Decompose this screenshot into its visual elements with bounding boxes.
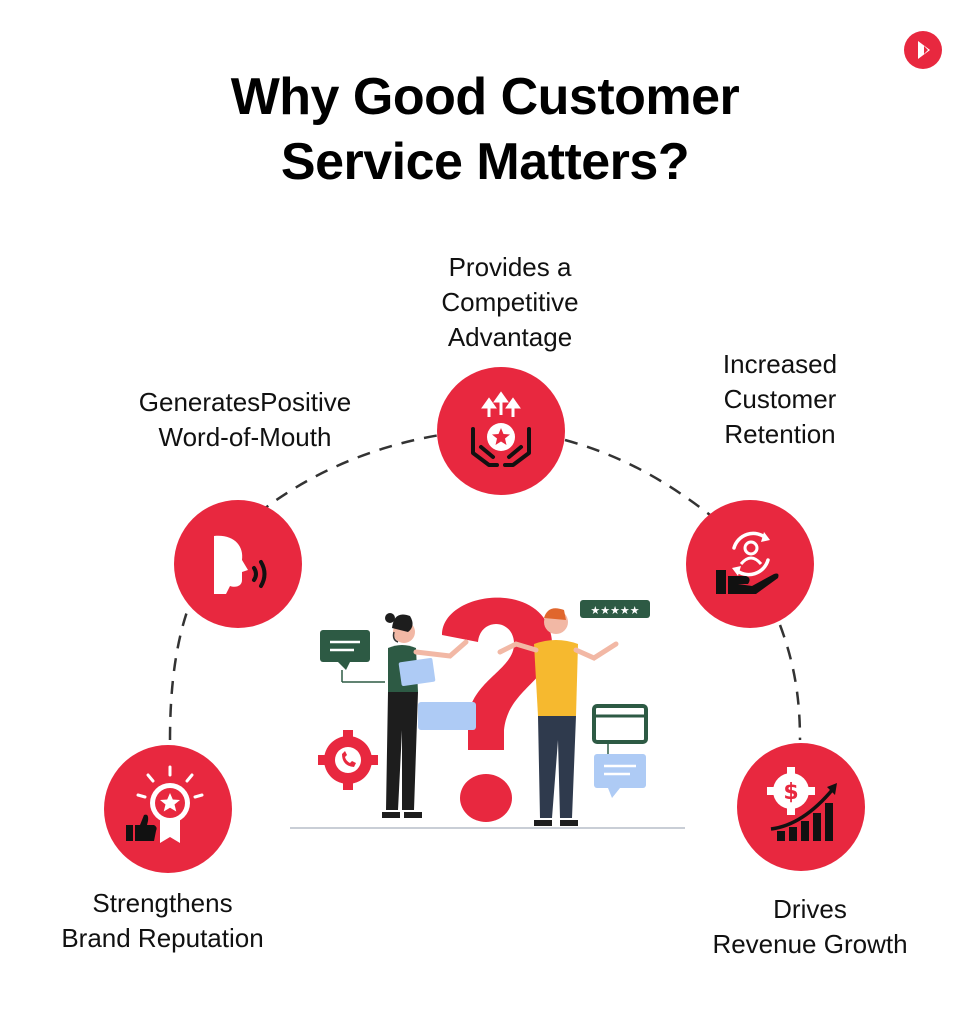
label-brand-reputation: Strengthens Brand Reputation xyxy=(61,888,264,953)
browser-window-icon xyxy=(592,704,648,744)
circle-brand-reputation xyxy=(104,745,232,873)
hand-star-arrows-icon xyxy=(471,391,531,467)
brand-logo xyxy=(904,31,942,69)
page-title-line-1: Why Good Customer xyxy=(230,68,740,126)
customer-service-illustration: ★★★★★ xyxy=(290,597,685,829)
svg-text:★★★★★: ★★★★★ xyxy=(590,604,639,617)
circle-customer-retention xyxy=(686,500,814,628)
hand-user-cycle-icon xyxy=(716,531,779,594)
label-customer-retention: Increased Customer Retention xyxy=(722,349,838,449)
label-word-of-mouth: GeneratesPositive Word-of-Mouth xyxy=(138,387,352,452)
phone-gear-icon xyxy=(318,730,378,790)
customer-man xyxy=(497,608,619,826)
circle-word-of-mouth xyxy=(174,500,302,628)
support-agent-woman xyxy=(382,613,469,818)
circle-revenue-growth: $ xyxy=(737,743,865,871)
award-badge-thumbs-up-icon xyxy=(126,765,204,843)
info-card xyxy=(418,702,476,730)
dollar-gear-growth-chart-icon: $ xyxy=(767,767,837,841)
svg-text:$: $ xyxy=(783,780,798,805)
rating-badge: ★★★★★ xyxy=(580,600,650,618)
label-competitive-advantage: Provides a Competitive Advantage xyxy=(441,252,579,352)
chat-bubble-right-icon xyxy=(594,754,646,798)
speaking-head-icon xyxy=(214,535,267,594)
chat-bubble-icon xyxy=(320,630,370,670)
label-revenue-growth: Drives Revenue Growth xyxy=(712,894,908,959)
page-title-line-2: Service Matters? xyxy=(280,133,690,191)
circle-competitive-advantage xyxy=(437,367,565,495)
